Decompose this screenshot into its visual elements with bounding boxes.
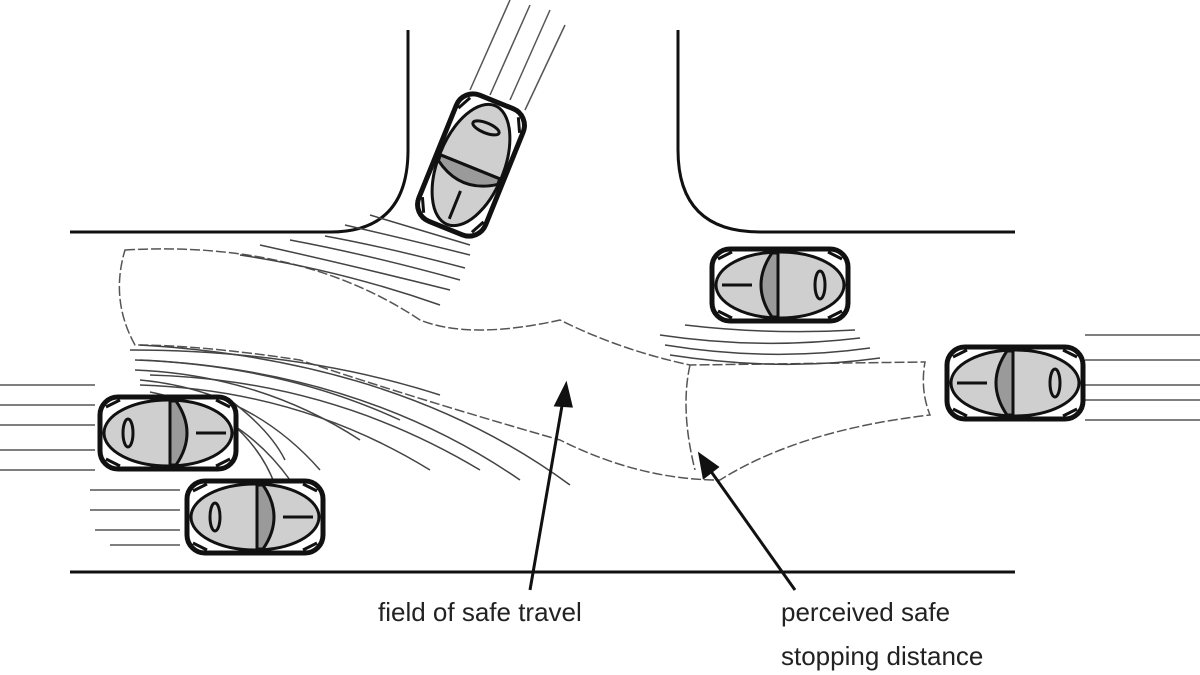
perception-arcs bbox=[129, 214, 881, 486]
stopping-distance-label-line2: stopping distance bbox=[781, 641, 984, 671]
arrows bbox=[528, 380, 797, 591]
field-of-safe-travel-label: field of safe travel bbox=[378, 597, 582, 627]
stopping-distance-label-line1: perceived safe bbox=[781, 597, 951, 627]
motion-lines bbox=[0, 0, 1200, 546]
car-left-lower bbox=[187, 481, 323, 553]
road-edges bbox=[70, 30, 1015, 574]
car-left-upper bbox=[100, 397, 236, 469]
field-of-safe-travel-outline bbox=[118, 248, 932, 481]
car-right-lane-upper bbox=[712, 249, 848, 321]
car-approaching-right bbox=[947, 347, 1083, 419]
car-turning-from-side-road bbox=[412, 88, 530, 241]
